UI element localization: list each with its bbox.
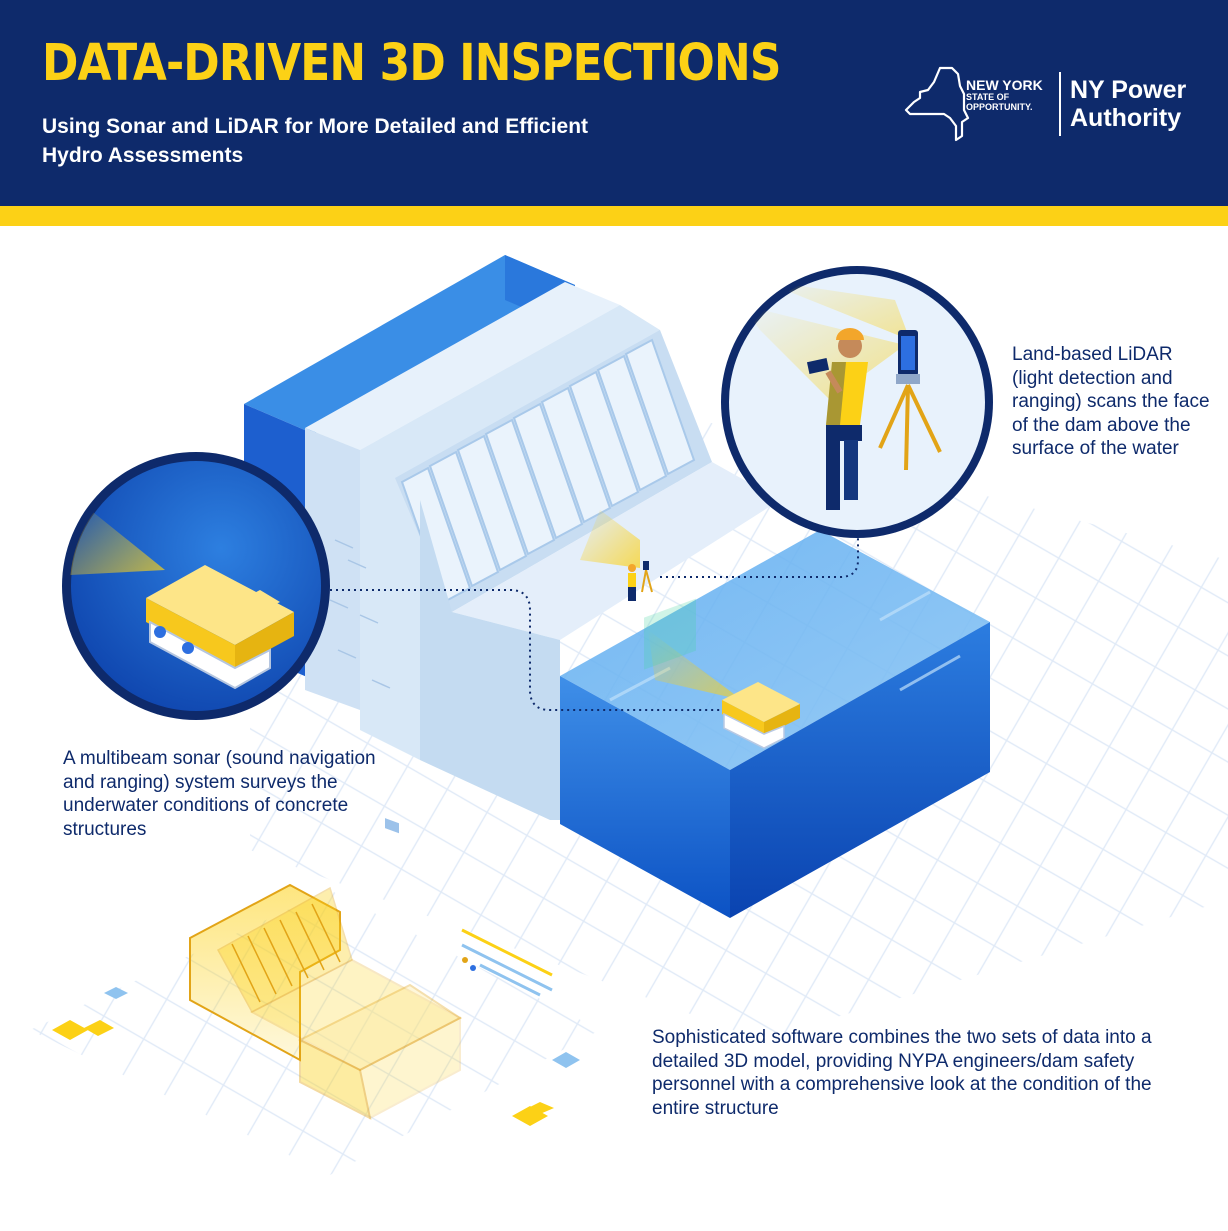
ny-state-map-icon: [904, 66, 970, 142]
page-subtitle: Using Sonar and LiDAR for More Detailed …: [42, 115, 589, 167]
lidar-caption: Land-based LiDAR (light detection and ra…: [1012, 344, 1210, 459]
yellow-stripe: [0, 206, 1228, 226]
sonar-caption: A multibeam sonar (sound navigation and …: [63, 748, 376, 840]
logo-org-line2: Authority: [1070, 104, 1182, 132]
page-title: DATA-DRIVEN 3D INSPECTIONS: [42, 34, 781, 93]
logo-divider: [1059, 72, 1061, 136]
lidar-callout: [721, 266, 993, 538]
tripod-scanner-icon: [878, 330, 942, 471]
decorative-data-marks: [52, 928, 580, 1126]
logo-org-text: NY Power Authority: [1070, 76, 1186, 132]
lidar-connector: [660, 535, 859, 578]
sonar-callout: [62, 452, 330, 720]
sonar-connector: [330, 589, 720, 711]
sonar-rov-icon: [146, 565, 294, 690]
logo-state-line2: STATE OF: [966, 92, 1010, 102]
header-banner: DATA-DRIVEN 3D INSPECTIONS Using Sonar a…: [0, 0, 1228, 206]
logo-state-line1: NEW YORK: [966, 77, 1043, 93]
water-block: [560, 530, 990, 918]
lidar-surveyor-icon: [806, 328, 868, 510]
logo-org-line1: NY Power: [1070, 76, 1187, 104]
logo-state-text: NEW YORK STATE OF OPPORTUNITY.: [966, 78, 1043, 112]
software-caption: Sophisticated software combines the two …: [652, 1027, 1152, 1119]
logo-state-line3: OPPORTUNITY.: [966, 102, 1033, 112]
model-grid: [30, 890, 600, 1175]
small-surveyor-icon: [628, 561, 653, 601]
3d-model-icon: [189, 883, 463, 1120]
dam-inspection-illustration: [30, 255, 1228, 1175]
small-sonar-rov-icon: [722, 682, 800, 749]
logo: NEW YORK STATE OF OPPORTUNITY. NY Power …: [900, 64, 1200, 144]
